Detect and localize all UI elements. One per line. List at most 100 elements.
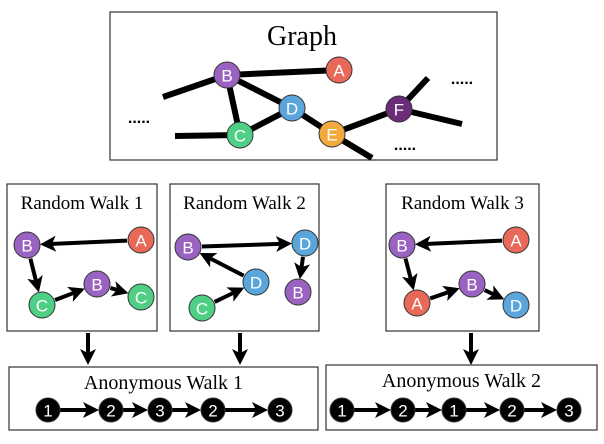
- node-label: 3: [275, 402, 284, 421]
- random-walk-title: Random Walk 2: [183, 193, 306, 214]
- node-circle: [278, 94, 306, 122]
- node-circle: [556, 397, 582, 423]
- node-circle: [441, 397, 467, 423]
- anon-node-2: 2: [390, 397, 416, 423]
- node-label: D: [510, 297, 522, 316]
- node-circle: [388, 231, 416, 259]
- random-walk-title: Random Walk 3: [401, 193, 524, 214]
- node-circle: [318, 120, 346, 148]
- walk-node-D: D: [242, 268, 270, 296]
- node-circle: [127, 283, 155, 311]
- node-label: B: [292, 284, 303, 303]
- node-circle: [291, 229, 319, 257]
- node-label: 2: [398, 402, 407, 421]
- node-label: D: [250, 274, 262, 293]
- ellipsis-right-bottom: .....: [394, 137, 416, 154]
- walk-arrow: [201, 235, 293, 252]
- node-label: A: [510, 232, 522, 251]
- walk-arrow: [294, 256, 311, 280]
- node-label: C: [196, 300, 208, 319]
- node-label: F: [394, 101, 404, 120]
- graph-node-E: E: [318, 120, 346, 148]
- node-circle: [35, 397, 61, 423]
- anon-node-2: 2: [499, 397, 525, 423]
- node-label: B: [466, 276, 477, 295]
- anonymous-walk-2: Anonymous Walk 2 1 2 1 2 3: [325, 364, 598, 431]
- walk-arrow: [414, 235, 503, 252]
- walk-node-B: B: [83, 270, 111, 298]
- anon-node-3: 3: [267, 397, 293, 423]
- walk-node-B: B: [388, 231, 416, 259]
- node-circle: [147, 397, 173, 423]
- node-circle: [242, 268, 270, 296]
- node-label: D: [286, 100, 298, 119]
- walk-node-C: C: [127, 283, 155, 311]
- graph-node-A: A: [325, 56, 353, 84]
- node-label: C: [36, 297, 48, 316]
- anon-node-3: 3: [556, 397, 582, 423]
- node-circle: [267, 397, 293, 423]
- node-label: 3: [564, 402, 573, 421]
- walk-node-B: B: [13, 231, 41, 259]
- walk-arrow: [401, 258, 418, 291]
- random-walk-1: Random Walk 1 A B C B C: [6, 183, 158, 332]
- walk-node-C: C: [188, 294, 216, 322]
- node-circle: [83, 270, 111, 298]
- walk-arrow: [27, 258, 43, 293]
- anon-node-2: 2: [200, 397, 226, 423]
- node-circle: [13, 231, 41, 259]
- node-circle: [127, 226, 155, 254]
- graph-edge-B-A: [226, 67, 340, 78]
- node-label: C: [135, 289, 147, 308]
- walk-arrow: [429, 285, 460, 302]
- walk-node-B: B: [458, 270, 486, 298]
- node-label: B: [21, 237, 32, 256]
- walk-arrow: [39, 235, 128, 252]
- ellipsis-left: .....: [128, 110, 150, 127]
- anon-node-1: 1: [441, 397, 467, 423]
- node-label: A: [135, 232, 147, 251]
- anonymous-walk-title: Anonymous Walk 2: [382, 370, 541, 392]
- graph-box: [109, 11, 498, 161]
- graph-node-B: B: [213, 61, 241, 89]
- walk-node-B: B: [174, 233, 202, 261]
- node-label: B: [396, 237, 407, 256]
- node-label: E: [326, 126, 337, 145]
- node-circle: [390, 397, 416, 423]
- node-circle: [226, 121, 254, 149]
- node-label: 2: [106, 402, 115, 421]
- node-circle: [200, 397, 226, 423]
- ellipsis-right-top: .....: [451, 71, 473, 88]
- node-circle: [98, 397, 124, 423]
- graph-node-D: D: [278, 94, 306, 122]
- node-label: 1: [337, 402, 346, 421]
- node-circle: [284, 278, 312, 306]
- graph-node-C: C: [226, 121, 254, 149]
- walk-arrow: [483, 285, 505, 300]
- node-circle: [502, 291, 530, 319]
- random-walk-2: Random Walk 2 C D B D B: [169, 183, 320, 332]
- graph-node-F: F: [385, 95, 413, 123]
- node-circle: [213, 61, 241, 89]
- walk-node-B: B: [284, 278, 312, 306]
- walk-node-A: A: [502, 226, 530, 254]
- node-label: 2: [507, 402, 516, 421]
- node-circle: [403, 289, 431, 317]
- node-label: 3: [155, 402, 164, 421]
- node-label: 2: [208, 402, 217, 421]
- node-circle: [28, 291, 56, 319]
- node-label: D: [299, 235, 311, 254]
- walk-node-C: C: [28, 291, 56, 319]
- node-circle: [325, 56, 353, 84]
- node-circle: [458, 270, 486, 298]
- anonymous-walk-title: Anonymous Walk 1: [84, 372, 243, 394]
- node-circle: [174, 233, 202, 261]
- random-walk-title: Random Walk 1: [21, 193, 144, 214]
- anon-node-3: 3: [147, 397, 173, 423]
- walk-arrow: [213, 287, 245, 304]
- node-circle: [499, 397, 525, 423]
